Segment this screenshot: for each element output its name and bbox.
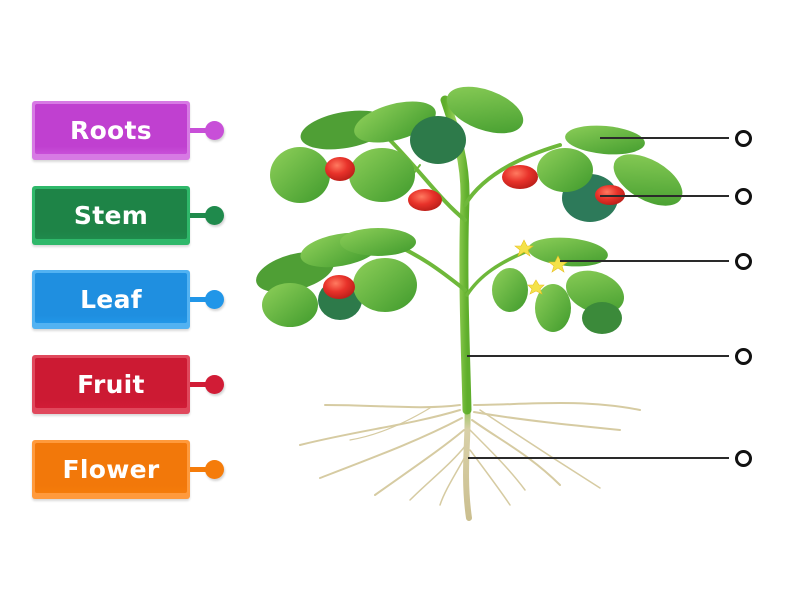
label-tile-leaf[interactable]: Leaf	[32, 270, 190, 329]
label-text: Flower	[62, 455, 160, 484]
flowers	[514, 239, 568, 295]
label-text: Fruit	[77, 370, 145, 399]
drop-target-roots[interactable]	[735, 450, 752, 467]
drop-target-leaf[interactable]	[735, 130, 752, 147]
label-tile-stem[interactable]: Stem	[32, 186, 190, 245]
tile-connector	[190, 382, 210, 387]
leader-line-roots	[468, 457, 729, 459]
tile-connector	[190, 467, 210, 472]
leaves	[256, 86, 683, 334]
drop-target-fruit[interactable]	[735, 188, 752, 205]
tile-face	[35, 358, 187, 408]
drop-target-stem[interactable]	[735, 348, 752, 365]
tile-connector-dot[interactable]	[205, 290, 224, 309]
tile-connector-dot[interactable]	[205, 375, 224, 394]
label-tile-flower[interactable]: Flower	[32, 440, 190, 499]
tile-connector-dot[interactable]	[205, 121, 224, 140]
leader-line-fruit	[600, 195, 729, 197]
roots	[299, 397, 641, 521]
label-tile-roots[interactable]: Roots	[32, 101, 190, 160]
leader-line-stem	[467, 355, 729, 357]
tile-connector	[190, 213, 210, 218]
tile-face	[35, 443, 187, 493]
leader-line-leaf	[600, 137, 729, 139]
tile-connector-dot[interactable]	[205, 460, 224, 479]
label-tile-fruit[interactable]: Fruit	[32, 355, 190, 414]
tomato-plant-illustration	[256, 86, 683, 521]
label-text: Stem	[73, 201, 149, 230]
tile-connector	[190, 297, 210, 302]
tile-connector	[190, 128, 210, 133]
tile-face	[35, 273, 187, 323]
tile-connector-dot[interactable]	[205, 206, 224, 225]
tile-face	[35, 104, 187, 154]
label-text: Roots	[70, 116, 152, 145]
label-text: Leaf	[80, 285, 142, 314]
leader-line-flower	[560, 260, 729, 262]
drop-target-flower[interactable]	[735, 253, 752, 270]
tile-face	[35, 189, 187, 239]
